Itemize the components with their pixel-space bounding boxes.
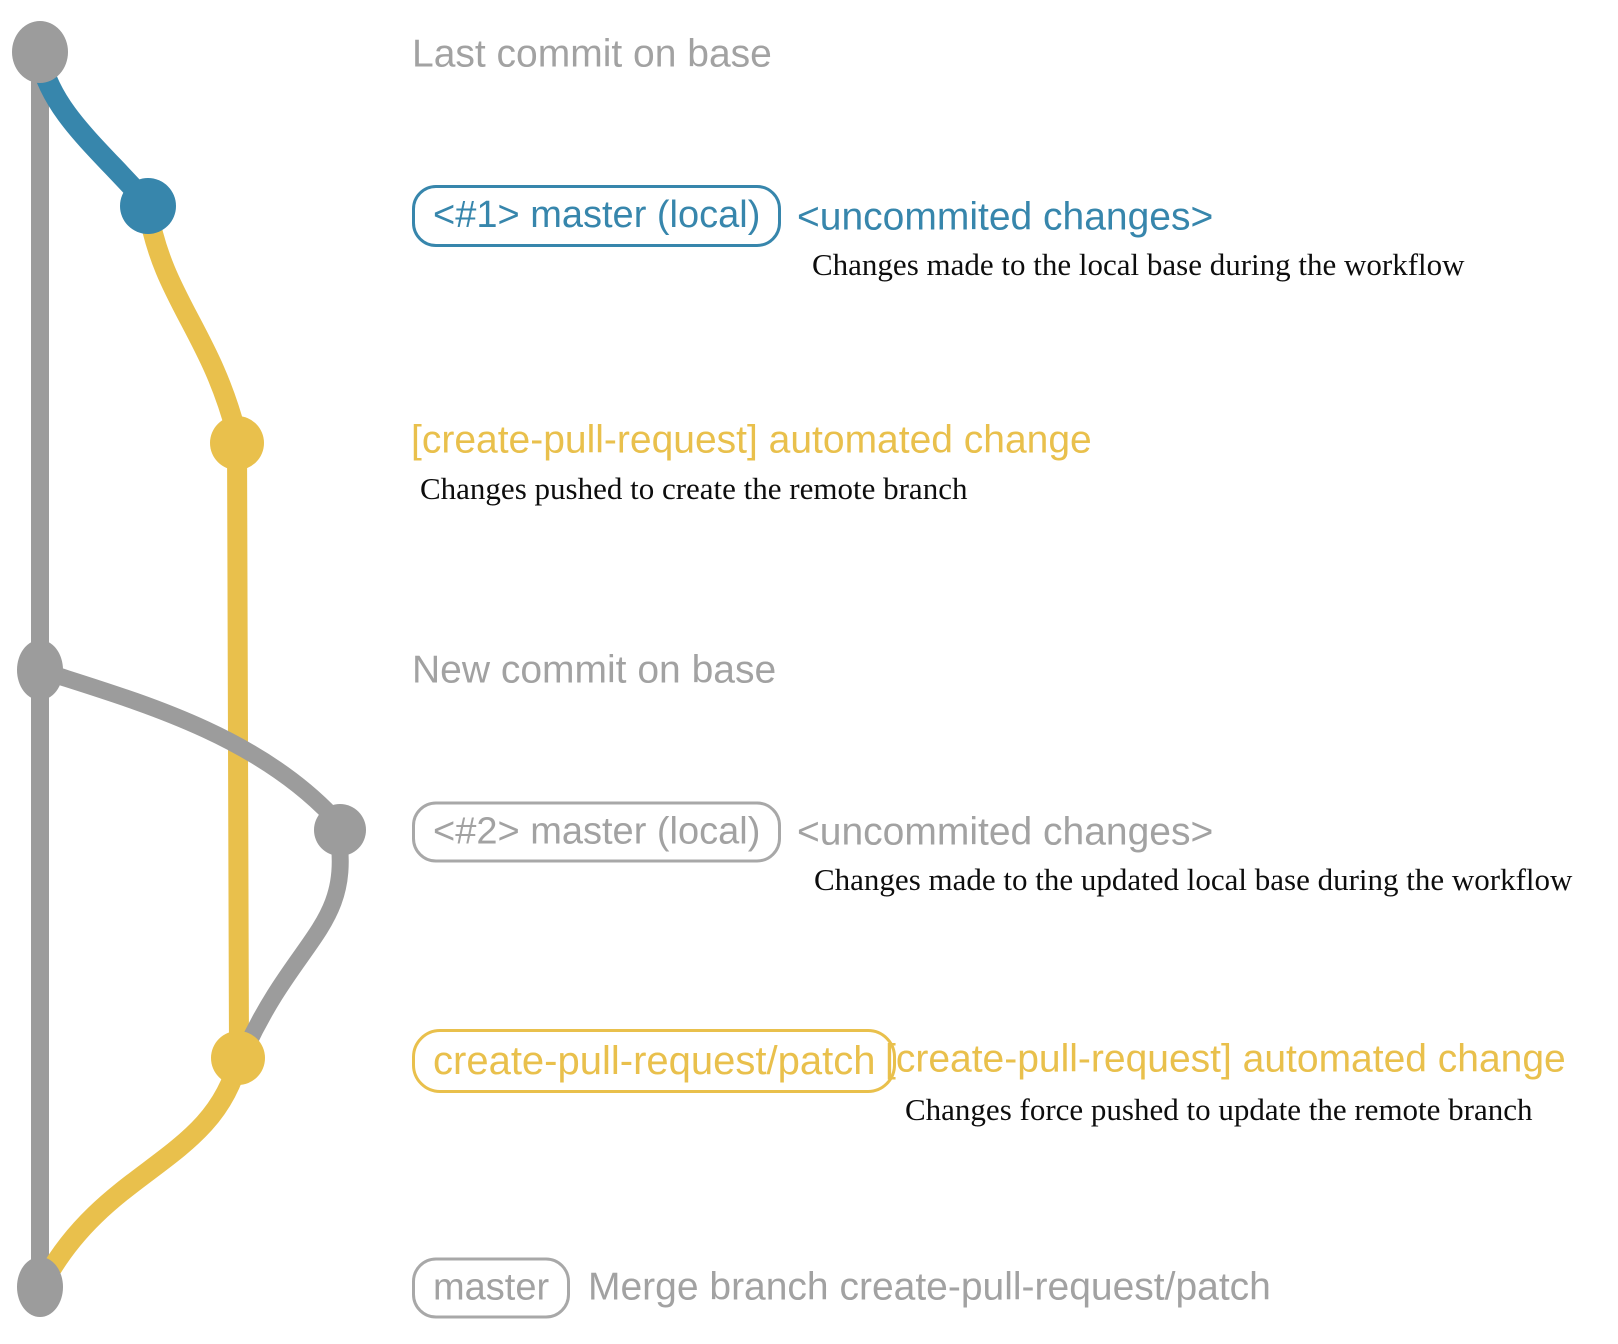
commit1-badge: <#1> master (local) (412, 185, 782, 247)
push2-description: Changes force pushed to update the remot… (905, 1091, 1533, 1127)
node-remote-branch-commit-1 (210, 416, 264, 470)
force-push-edge (237, 825, 349, 1057)
commit2-badge: <#2> master (local) (412, 801, 782, 863)
node-base-commit-top (12, 21, 68, 83)
node-local-commit-2 (314, 804, 366, 856)
node-merge-commit (17, 1257, 63, 1317)
commit1-badge-text: <#1> master (local) (412, 185, 782, 247)
new-commit-label: New commit on base (412, 648, 777, 692)
commit2-badge-text: <#2> master (local) (412, 801, 782, 863)
push2-badge-text: create-pull-request/patch (412, 1029, 897, 1093)
commit2-annotation: <uncommited changes> (797, 810, 1214, 854)
remote-branch-edge-1 (138, 200, 246, 442)
node-remote-branch-commit-2 (211, 1031, 265, 1085)
commit1-description: Changes made to the local base during th… (812, 246, 1465, 282)
local-branch-edge-1 (29, 47, 157, 213)
push2-message: [create-pull-request] automated change (885, 1037, 1566, 1081)
commit2-description: Changes made to the updated local base d… (814, 861, 1573, 897)
local-branch-edge-2 (31, 661, 341, 825)
merge-message: Merge branch create-pull-request/patch (588, 1265, 1271, 1309)
merge-edge (35, 1048, 249, 1290)
commit-graph (12, 21, 366, 1317)
node-base-commit-new (17, 640, 63, 700)
push1-message: [create-pull-request] automated change (411, 418, 1092, 462)
node-local-commit-1 (120, 178, 176, 234)
push2-badge: create-pull-request/patch (412, 1029, 897, 1093)
commit1-annotation: <uncommited changes> (797, 195, 1214, 239)
merge-badge: master (412, 1257, 571, 1319)
push1-description: Changes pushed to create the remote bran… (420, 470, 968, 506)
merge-badge-text: master (412, 1257, 571, 1319)
last-commit-label: Last commit on base (412, 32, 772, 76)
